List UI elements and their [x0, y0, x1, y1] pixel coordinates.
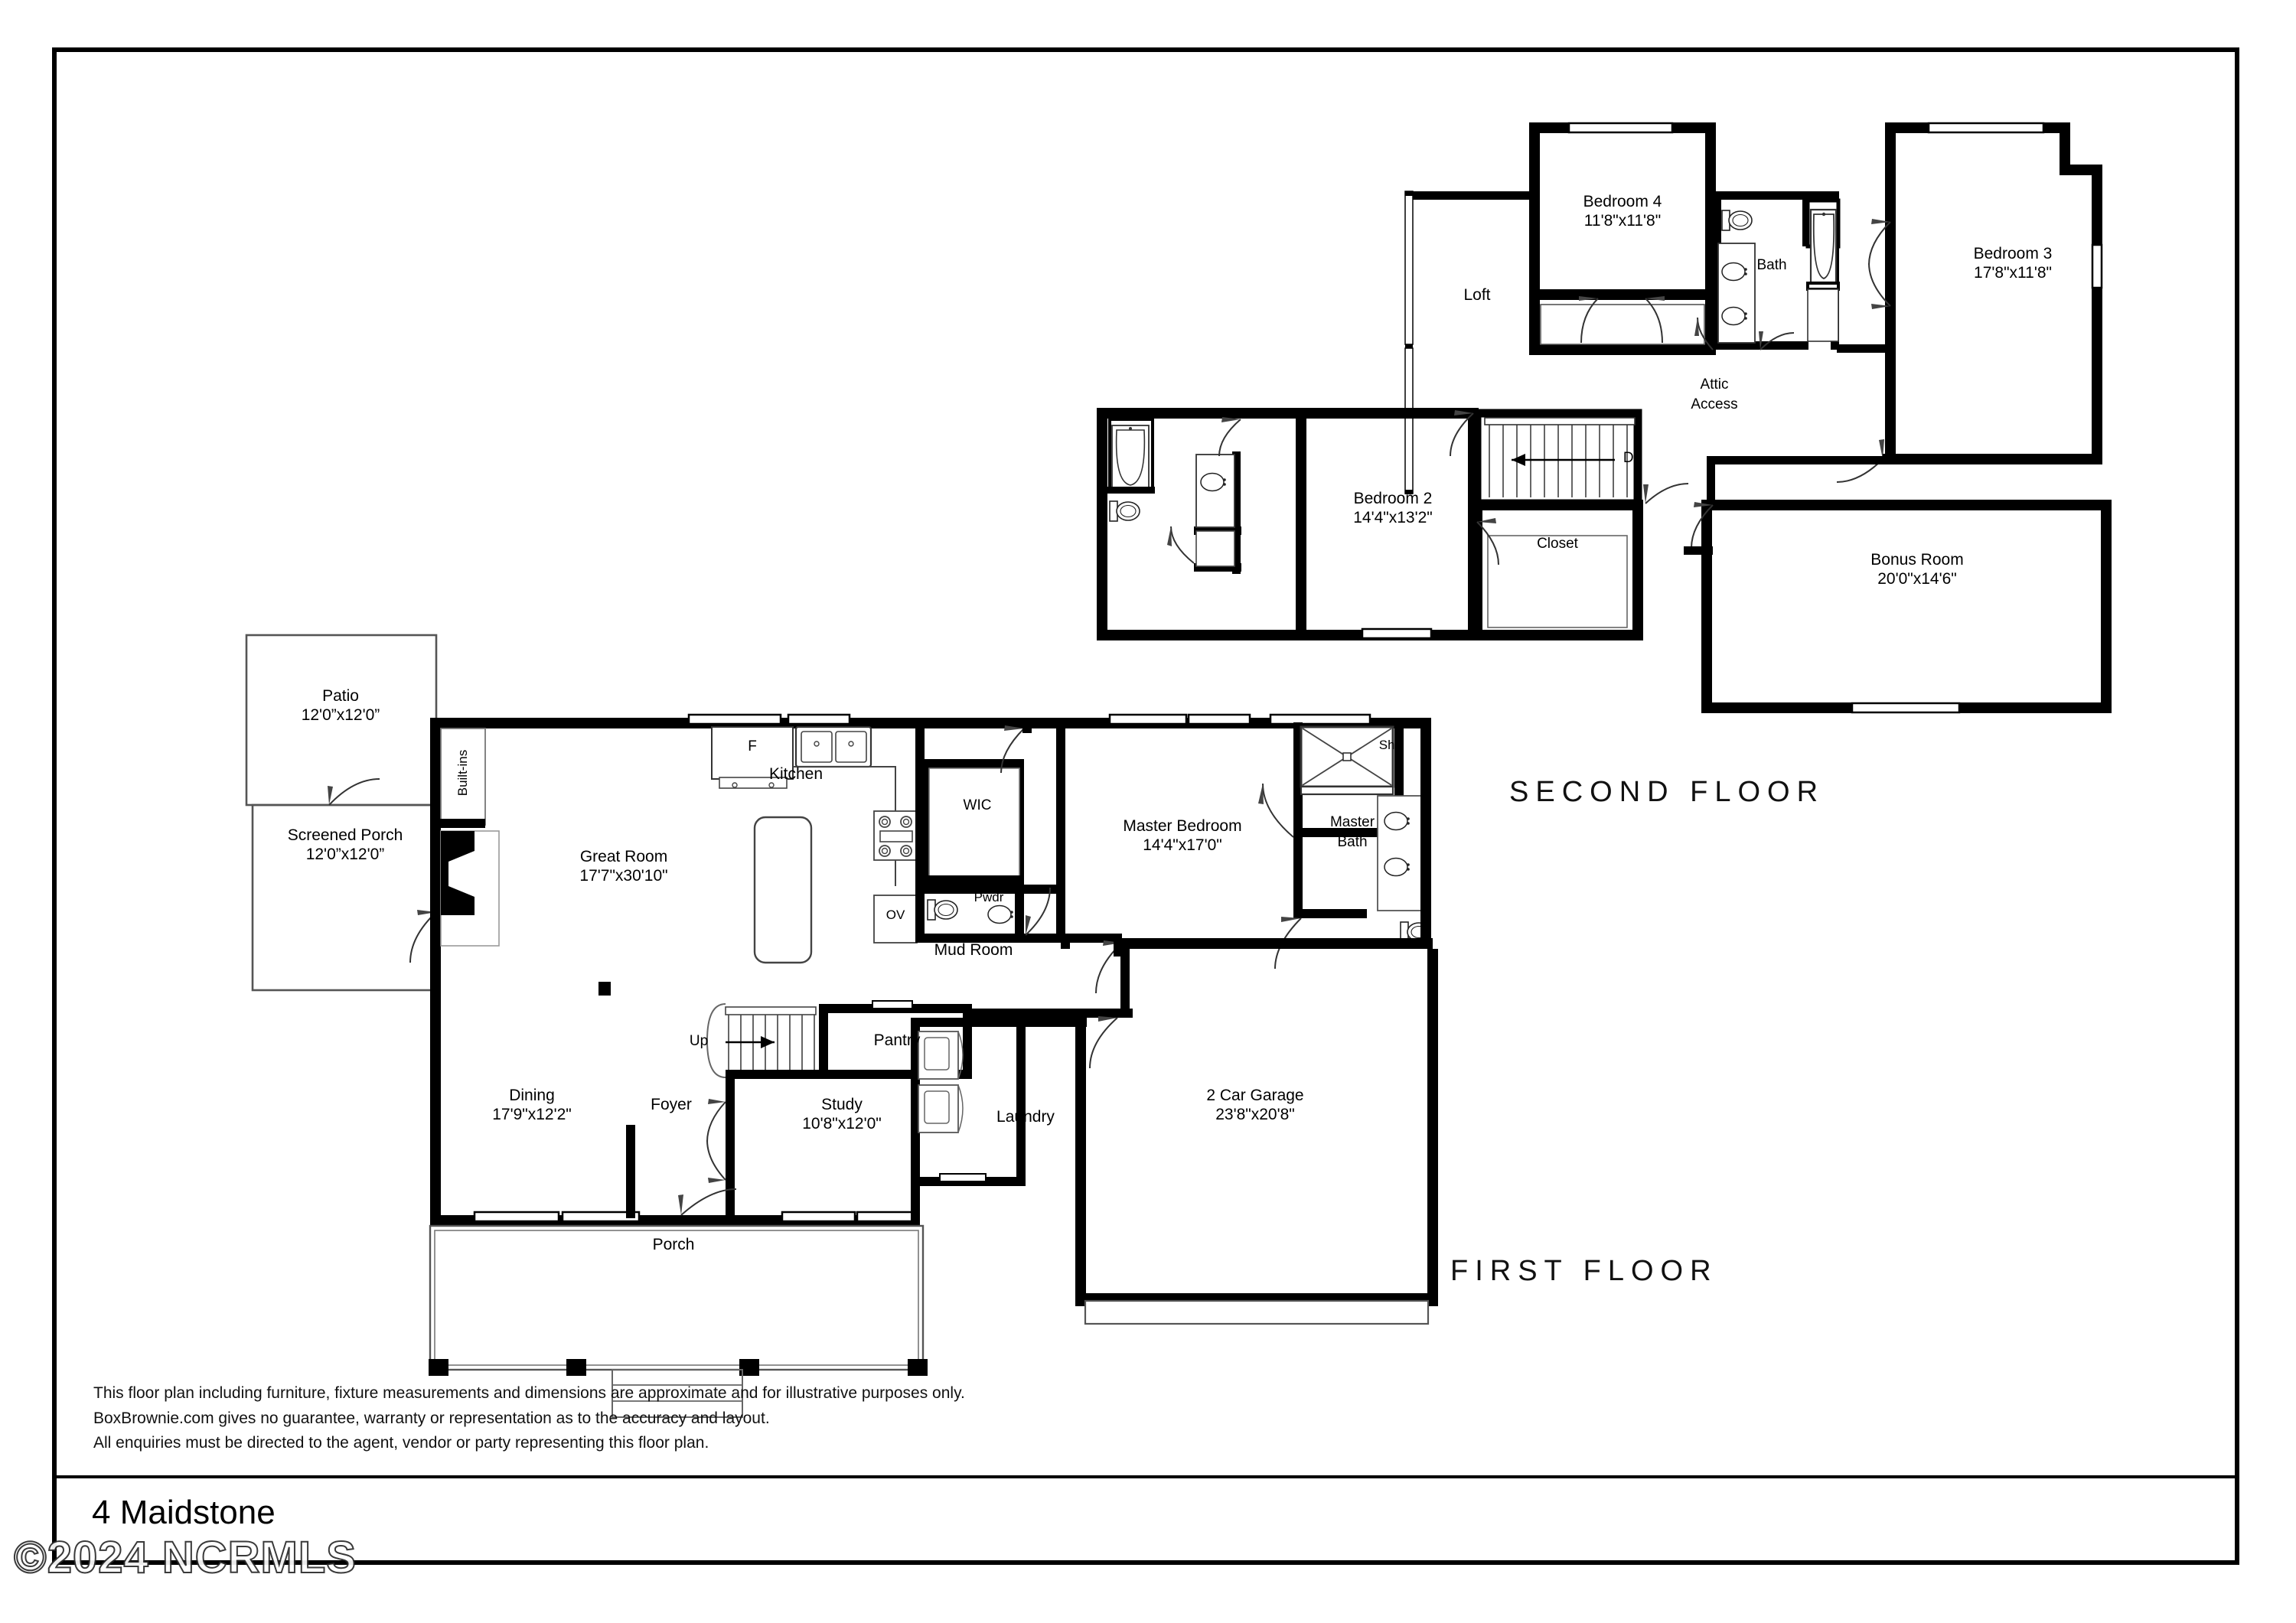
room-label-foyer: Foyer: [621, 1096, 721, 1115]
attic-label-line1: Attic: [1700, 376, 1729, 393]
room-name-bonus-room: Bonus Room: [1870, 551, 1964, 569]
room-dim-master-bedroom: 14'4"x17'0": [1143, 836, 1222, 854]
room-label-screened-porch: Screened Porch 12'0”x12'0”: [251, 826, 439, 865]
room-label-bedroom-3: Bedroom 3 17'8"x11'8": [1929, 245, 2097, 283]
room-label-bath: Bath: [1737, 257, 1806, 274]
appliance-label-fridge: F: [731, 738, 774, 755]
stair-direction-label-down: Dn: [1613, 450, 1652, 467]
disclaimer-line-3: All enquiries must be directed to the ag…: [93, 1434, 709, 1452]
room-dim-garage: 23'8"x20'8": [1215, 1105, 1295, 1123]
room-label-wic: WIC: [943, 797, 1012, 814]
room-label-study: Study 10'8"x12'0": [773, 1096, 911, 1134]
room-label-built-ins: Built-ins: [455, 738, 471, 807]
room-name-built-ins: Built-ins: [455, 749, 470, 797]
room-name-foyer: Foyer: [651, 1096, 692, 1113]
room-name-bedroom-4: Bedroom 4: [1583, 193, 1662, 210]
up-label: Up: [689, 1033, 709, 1049]
mls-watermark: ©2024 NCRMLS: [13, 1532, 357, 1583]
room-label-laundry: Laundry: [972, 1108, 1079, 1127]
room-name-garage: 2 Car Garage: [1206, 1087, 1304, 1104]
master-bath-line2: Bath: [1337, 833, 1368, 850]
room-name-laundry: Laundry: [996, 1108, 1055, 1126]
room-name-porch: Porch: [652, 1236, 695, 1253]
room-name-wic: WIC: [963, 797, 992, 813]
room-name-loft: Loft: [1463, 286, 1491, 304]
room-dim-bedroom-2: 14'4"x13'2": [1353, 508, 1433, 526]
room-label-mud-room: Mud Room: [905, 941, 1042, 960]
room-label-dining: Dining 17'9"x12'2": [459, 1087, 605, 1125]
room-label-patio: Patio 12'0”x12'0”: [260, 687, 421, 725]
fridge-label: F: [748, 738, 757, 754]
title-divider: [52, 1475, 2239, 1478]
floor-title-first: FIRST FLOOR: [1450, 1255, 1718, 1287]
room-label-master-bath: Master Bath: [1310, 813, 1394, 852]
room-name-bedroom-2: Bedroom 2: [1353, 490, 1433, 507]
room-dim-bedroom-4: 11'8"x11'8": [1583, 211, 1662, 230]
room-name-powder: Pwdr: [974, 890, 1004, 904]
disclaimer-block: This floor plan including furniture, fix…: [93, 1381, 965, 1456]
room-label-pantry: Pantry: [848, 1031, 946, 1051]
floor-title-second: SECOND FLOOR: [1509, 776, 1825, 808]
room-name-master-bedroom: Master Bedroom: [1123, 817, 1242, 835]
page-title: 4 Maidstone: [92, 1494, 276, 1531]
room-name-pantry: Pantry: [873, 1031, 921, 1049]
room-dim-study: 10'8"x12'0": [802, 1114, 882, 1133]
room-name-bath: Bath: [1756, 257, 1787, 273]
room-label-master-bedroom: Master Bedroom 14'4"x17'0": [1087, 817, 1278, 855]
stair-direction-label-up: Up: [681, 1033, 716, 1050]
attic-label-line2: Access: [1691, 396, 1738, 412]
room-label-shower: Shr: [1366, 738, 1412, 753]
room-label-closet: Closet: [1512, 536, 1603, 552]
room-dim-patio: 12'0”x12'0”: [301, 706, 380, 724]
room-dim-great-room: 17'7"x30'10": [579, 866, 668, 885]
room-name-dining: Dining: [509, 1087, 555, 1104]
second-floor-plan: [1097, 122, 2112, 714]
room-label-loft: Loft: [1431, 286, 1523, 305]
room-name-bedroom-3: Bedroom 3: [1973, 245, 2053, 262]
room-label-kitchen: Kitchen: [735, 765, 857, 784]
room-dim-screened-porch: 12'0”x12'0”: [305, 845, 385, 863]
appliance-label-oven: OV: [874, 908, 917, 923]
room-label-garage: 2 Car Garage 23'8"x20'8": [1171, 1087, 1339, 1125]
room-label-great-room: Great Room 17'7"x30'10": [536, 848, 712, 886]
room-dim-dining: 17'9"x12'2": [492, 1105, 572, 1123]
room-label-bedroom-4: Bedroom 4 11'8"x11'8": [1538, 193, 1707, 231]
room-label-bedroom-2: Bedroom 2 14'4"x13'2": [1316, 490, 1469, 528]
room-name-shower: Shr: [1378, 738, 1400, 752]
room-dim-bonus-room: 20'0"x14'6": [1877, 569, 1957, 588]
room-dim-bedroom-3: 17'8"x11'8": [1974, 263, 2052, 282]
room-name-patio: Patio: [322, 687, 359, 705]
room-name-mud-room: Mud Room: [934, 941, 1013, 959]
page-border: [52, 47, 2239, 1565]
room-name-closet: Closet: [1537, 536, 1578, 552]
room-name-study: Study: [821, 1096, 863, 1113]
room-name-screened-porch: Screened Porch: [287, 826, 403, 844]
disclaimer-line-1: This floor plan including furniture, fix…: [93, 1384, 965, 1402]
room-label-attic-access: Attic Access: [1668, 375, 1760, 414]
room-label-powder: Pwdr: [958, 890, 1019, 905]
room-label-porch: Porch: [620, 1236, 727, 1255]
disclaimer-line-2: BoxBrownie.com gives no guarantee, warra…: [93, 1409, 770, 1427]
oven-label: OV: [885, 908, 905, 922]
room-name-kitchen: Kitchen: [768, 765, 823, 783]
room-label-bonus-room: Bonus Room 20'0"x14'6": [1833, 551, 2001, 589]
dn-label: Dn: [1623, 450, 1642, 466]
master-bath-line1: Master: [1329, 814, 1375, 830]
first-floor-plan: [245, 634, 1438, 1418]
room-name-great-room: Great Room: [579, 848, 668, 865]
